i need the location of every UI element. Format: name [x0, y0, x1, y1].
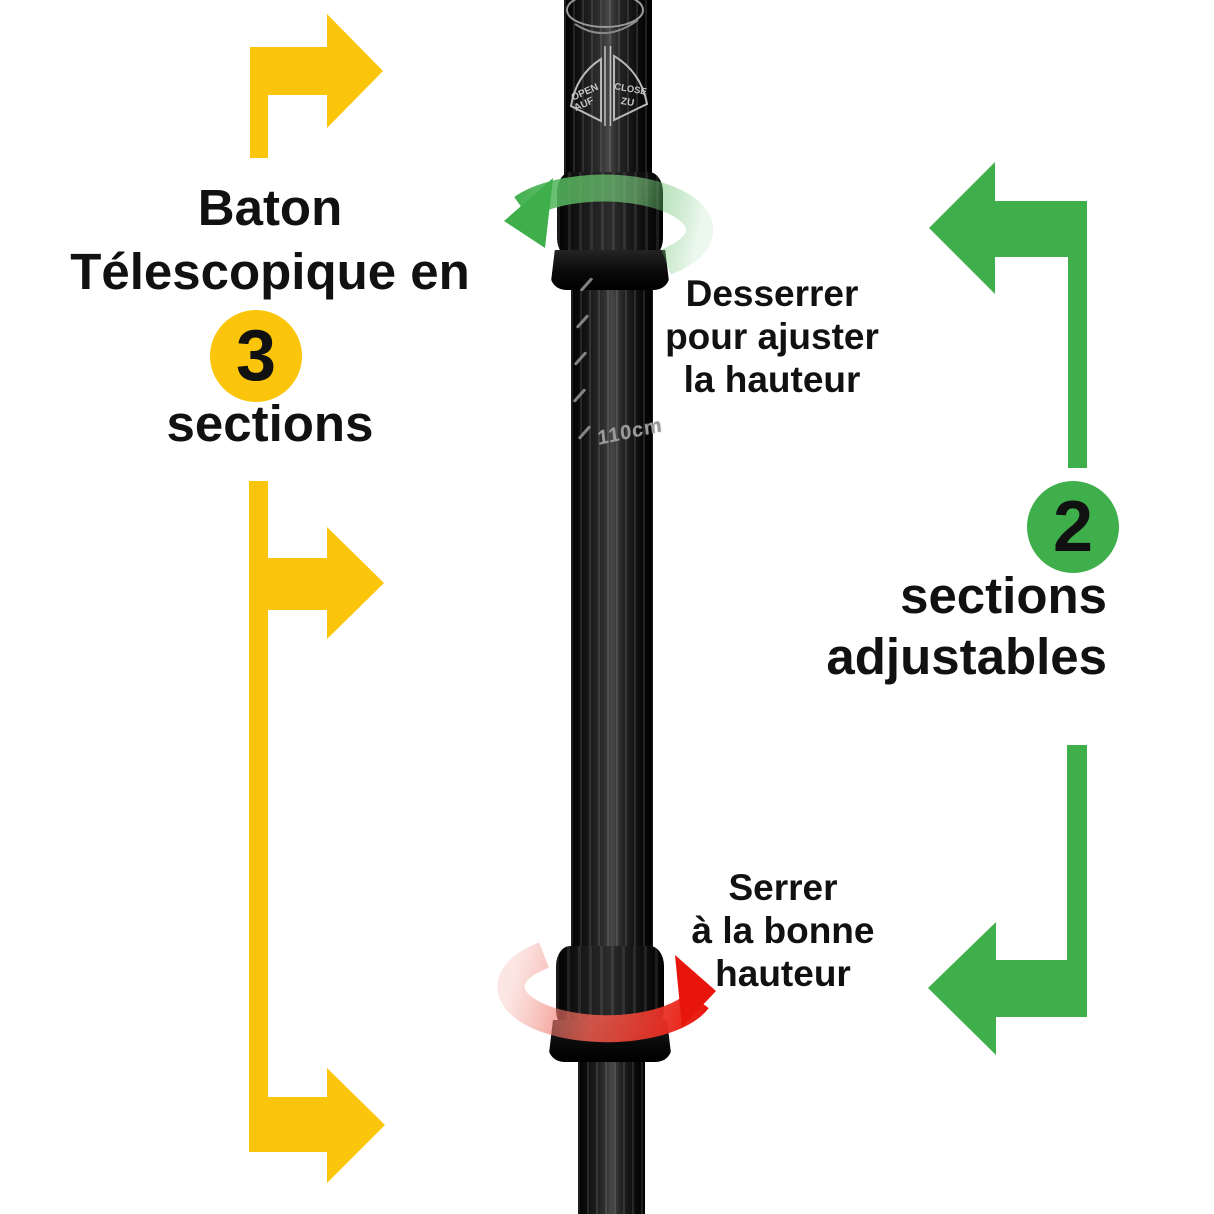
- yellow-arrow-top-icon: [250, 14, 383, 158]
- pole-lower-shaft: [578, 1046, 645, 1214]
- yellow-connector-line: [249, 481, 268, 1152]
- tighten-line1: Serrer: [728, 867, 838, 908]
- green-arrow-top-icon: [929, 162, 1087, 468]
- green-arrow-bottom-icon: [928, 745, 1087, 1055]
- left-callout-line3: sections: [166, 395, 374, 452]
- pole-middle-shaft: [571, 256, 653, 962]
- loosen-line2: pour ajuster: [665, 316, 879, 357]
- yellow-arrow-bottom-icon: [253, 1068, 385, 1183]
- right-callout-line2: adjustables: [826, 628, 1107, 685]
- left-callout-line1: Baton: [197, 179, 343, 236]
- loosen-line3: la hauteur: [683, 359, 861, 400]
- tighten-line2: à la bonne: [691, 910, 875, 951]
- loosen-line1: Desserrer: [685, 273, 859, 314]
- left-callout-line2: Télescopique en: [70, 243, 470, 300]
- twist-lock-markings-icon: OPEN AUF CLOSE ZU: [566, 0, 649, 126]
- rotate-clockwise-icon: [497, 942, 716, 1043]
- zu-marking-label: ZU: [620, 96, 635, 109]
- tighten-instruction: Serrer à la bonne hauteur: [633, 866, 933, 995]
- pole-upper-shaft: [564, 0, 652, 178]
- upper-twist-lock-skirt: [550, 250, 670, 290]
- rotate-counterclockwise-icon: [504, 174, 714, 275]
- tighten-line3: hauteur: [715, 953, 851, 994]
- sections-count-badge-3: 3: [210, 310, 302, 402]
- close-marking-label: CLOSE: [613, 81, 647, 98]
- yellow-arrow-middle-icon: [268, 527, 384, 639]
- right-callout-line1: sections: [900, 567, 1107, 624]
- loosen-instruction: Desserrer pour ajuster la hauteur: [622, 272, 922, 401]
- sections-count-badge-2: 2: [1027, 481, 1119, 573]
